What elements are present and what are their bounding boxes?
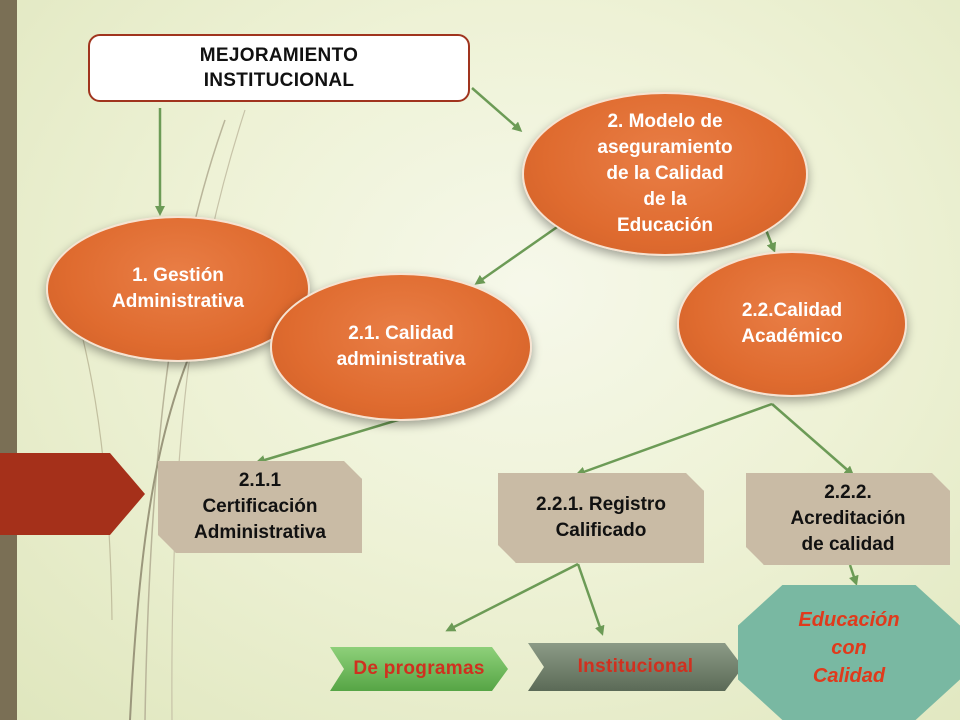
arrow-modelo-to-calidad-admin	[474, 223, 561, 285]
result-star-shape	[738, 585, 960, 720]
title-box: MEJORAMIENTO INSTITUCIONAL	[88, 34, 470, 102]
node-calidad-academico: 2.2.Calidad Académico	[677, 251, 907, 397]
node-modelo-label: 2. Modelo de aseguramiento de la Calidad…	[597, 111, 733, 236]
card-acreditacion-label: 2.2.2. Acreditación de calidad	[790, 482, 906, 555]
title-text: MEJORAMIENTO INSTITUCIONAL	[199, 45, 359, 91]
arrow-title-to-modelo	[471, 87, 523, 132]
node-calidad-academico-label: 2.2.Calidad Académico	[741, 300, 843, 347]
arrow-calidad-admin-to-certificacion	[255, 415, 409, 465]
card-acreditacion: 2.2.2. Acreditación de calidad	[746, 473, 950, 565]
chevron-de-programas-label: De programas	[353, 658, 485, 679]
node-calidad-administrativa: 2.1. Calidad administrativa	[270, 273, 532, 421]
left-accent-bar	[0, 0, 17, 720]
arrow-academico-to-acreditacion	[771, 403, 855, 476]
red-accent-tab	[0, 453, 145, 535]
arrow-academico-to-registro	[575, 402, 773, 477]
card-certificacion: 2.1.1 Certificación Administrativa	[158, 461, 362, 553]
chevron-de-programas: De programas	[330, 647, 508, 691]
card-registro: 2.2.1. Registro Calificado	[498, 473, 704, 563]
result-label: Educación con Calidad	[798, 609, 900, 687]
node-gestion-administrativa: 1. Gestión Administrativa	[46, 216, 310, 362]
card-registro-label: 2.2.1. Registro Calificado	[536, 494, 666, 541]
arrow-acreditacion-to-result	[848, 564, 859, 586]
arrow-registro-to-programas	[445, 562, 579, 632]
arrow-registro-to-institucional	[576, 563, 605, 636]
chevron-institucional-label: Institucional	[577, 656, 694, 677]
node-gestion-label: 1. Gestión Administrativa	[112, 265, 244, 312]
node-modelo-aseguramiento: 2. Modelo de aseguramiento de la Calidad…	[522, 92, 808, 256]
node-calidad-admin-label: 2.1. Calidad administrativa	[336, 323, 466, 370]
card-certificacion-label: 2.1.1 Certificación Administrativa	[194, 470, 326, 543]
chevron-institucional: Institucional	[528, 643, 743, 691]
